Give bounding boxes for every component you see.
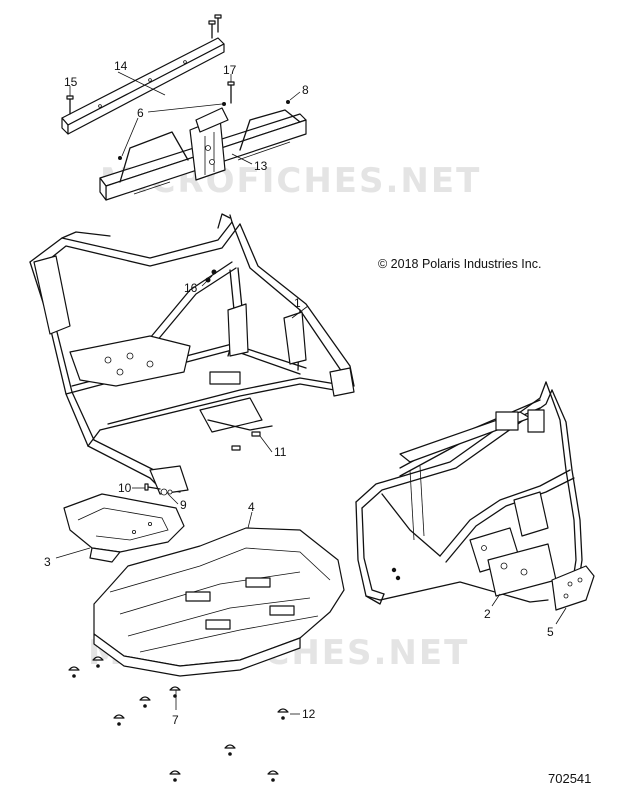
callout-4: 4 bbox=[248, 500, 255, 514]
rear-frame-part-2 bbox=[355, 381, 583, 605]
bolt-icon bbox=[144, 483, 173, 496]
callout-14: 14 bbox=[114, 59, 128, 73]
callout-12: 12 bbox=[302, 707, 316, 721]
callout-15: 15 bbox=[64, 75, 78, 89]
callout-13: 13 bbox=[254, 159, 268, 173]
bracket-assembly-part-13 bbox=[99, 107, 307, 201]
callout-9: 9 bbox=[180, 498, 187, 512]
rail-part-14 bbox=[61, 37, 225, 135]
callout-7: 7 bbox=[172, 713, 179, 727]
callout-1: 1 bbox=[294, 296, 301, 310]
callout-8: 8 bbox=[302, 83, 309, 97]
copyright-notice: © 2018 Polaris Industries Inc. bbox=[378, 257, 541, 271]
bracket-part-5 bbox=[551, 565, 595, 611]
callout-2: 2 bbox=[484, 607, 491, 621]
fastener-icon bbox=[231, 431, 261, 451]
callout-16: 16 bbox=[184, 281, 198, 295]
callout-5: 5 bbox=[547, 625, 554, 639]
rivet-icon bbox=[68, 656, 289, 782]
skid-plate-part-4 bbox=[93, 527, 345, 677]
callout-11: 11 bbox=[274, 445, 287, 459]
main-frame-part-1 bbox=[29, 213, 355, 495]
bolt-icon bbox=[208, 14, 222, 39]
callout-17: 17 bbox=[223, 63, 237, 77]
callout-3: 3 bbox=[44, 555, 51, 569]
callout-6: 6 bbox=[137, 106, 144, 120]
callouts: 1 2 3 4 5 6 7 8 9 10 11 12 13 14 15 16 1… bbox=[44, 59, 554, 727]
bolt-icon bbox=[227, 81, 235, 104]
fastener-icon bbox=[118, 100, 290, 160]
skid-plate-part-3 bbox=[63, 493, 185, 563]
document-number: 702541 bbox=[548, 771, 591, 786]
callout-10: 10 bbox=[118, 481, 132, 495]
leader-lines bbox=[55, 71, 567, 715]
bolt-icon bbox=[66, 95, 74, 115]
